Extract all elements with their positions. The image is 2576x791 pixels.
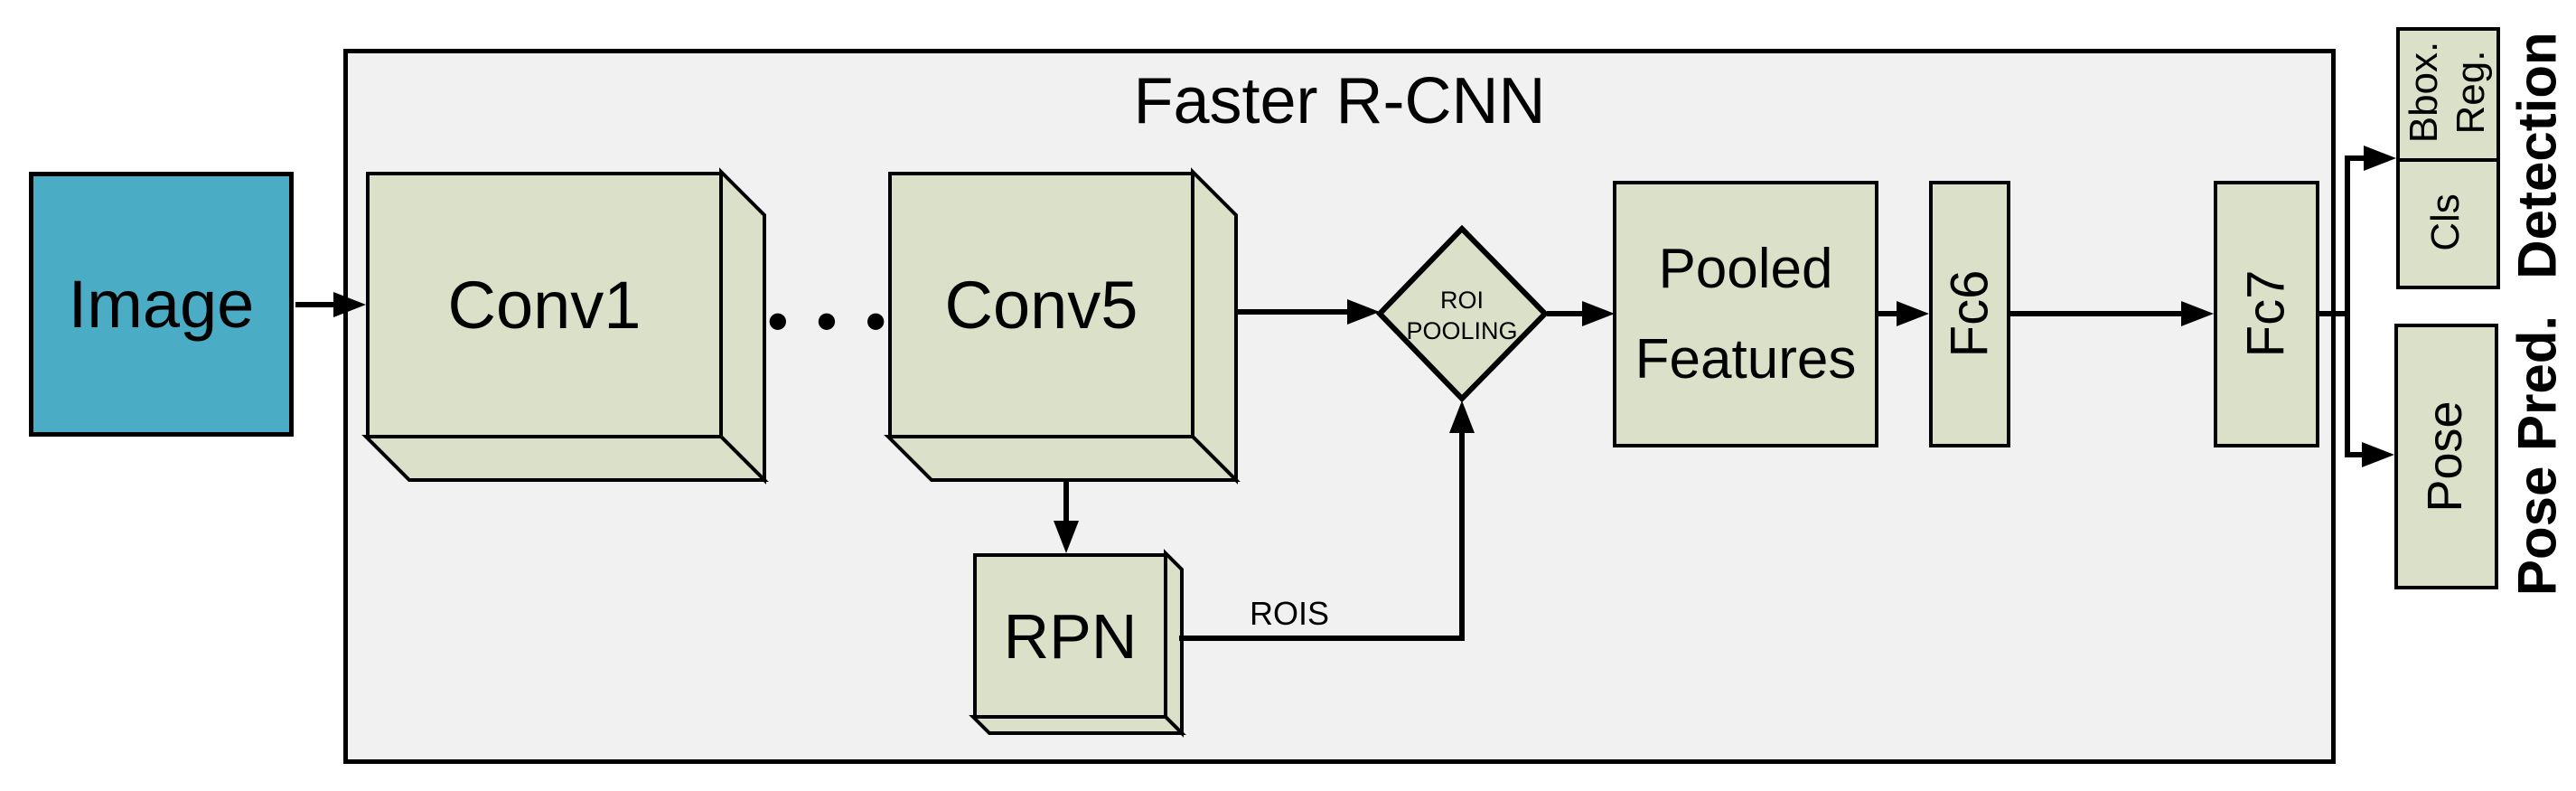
conv1-label: Conv1 [447, 268, 642, 343]
pooled-features-box: Pooled Features [1613, 181, 1878, 447]
rpn-depth-right [1164, 549, 1184, 738]
image-label: Image [68, 267, 255, 342]
fc7-box [2214, 181, 2319, 447]
roi-pooling-label: ROI POOLING [1406, 285, 1517, 346]
fc6-label: Fc6 [1940, 269, 2000, 358]
fc6-box [1929, 181, 2010, 447]
conv1-box: Conv1 [366, 172, 723, 438]
arrowhead-pose-in [2362, 442, 2394, 467]
image-input-box: Image [29, 172, 294, 437]
conv5-depth-right [1191, 167, 1238, 485]
rpn-label: RPN [1003, 600, 1138, 672]
arrowhead-fc7-in [2181, 301, 2214, 326]
edge-rpn-rois-roipool [1179, 433, 1465, 641]
rpn-depth-bottom [969, 715, 1186, 735]
rois-edge-label: ROIS [1249, 595, 1330, 632]
conv1-depth-bottom [361, 435, 769, 482]
roi-pooling-label-line1: ROI [1439, 287, 1484, 314]
pose-pred-side-label: Pose Pred. [2506, 315, 2568, 597]
pose-label: Pose [2418, 400, 2472, 513]
bbox-reg-cell [2400, 31, 2496, 162]
arrowhead-roipool-bottom-in [1449, 400, 1475, 433]
arrowhead-conv1 [333, 292, 366, 317]
bbox-reg-label-line1: Bbox. [2402, 41, 2446, 144]
conv5-label: Conv5 [944, 268, 1138, 343]
panel-title: Faster R-CNN [1133, 65, 1546, 137]
conv5-box: Conv5 [888, 172, 1194, 438]
roi-pooling-label-line2: POOLING [1406, 317, 1518, 344]
bbox-reg-label: Bbox. Reg. [2401, 42, 2495, 144]
bbox-reg-label-line2: Reg. [2449, 50, 2493, 135]
arrowhead-detection-in [2364, 146, 2396, 171]
ellipsis-dots: • • • [767, 288, 888, 353]
roi-pooling-diamond [1375, 224, 1550, 403]
detection-side-label: Detection [2506, 32, 2568, 279]
rpn-box: RPN [973, 553, 1167, 719]
pose-output-box [2394, 324, 2498, 589]
arrowhead-fc6-in [1897, 301, 1929, 326]
detection-output-box [2396, 27, 2500, 289]
pooled-label-line2: Features [1635, 327, 1857, 391]
cls-label: Cls [2423, 193, 2468, 251]
arrowhead-rpn-in [1054, 521, 1079, 553]
arrowhead-roipool-in [1347, 299, 1380, 325]
fc7-label: Fc7 [2236, 269, 2296, 358]
pooled-label-line1: Pooled [1658, 237, 1833, 300]
arrowhead-pooled-in [1582, 301, 1615, 326]
conv5-depth-bottom [884, 435, 1241, 482]
